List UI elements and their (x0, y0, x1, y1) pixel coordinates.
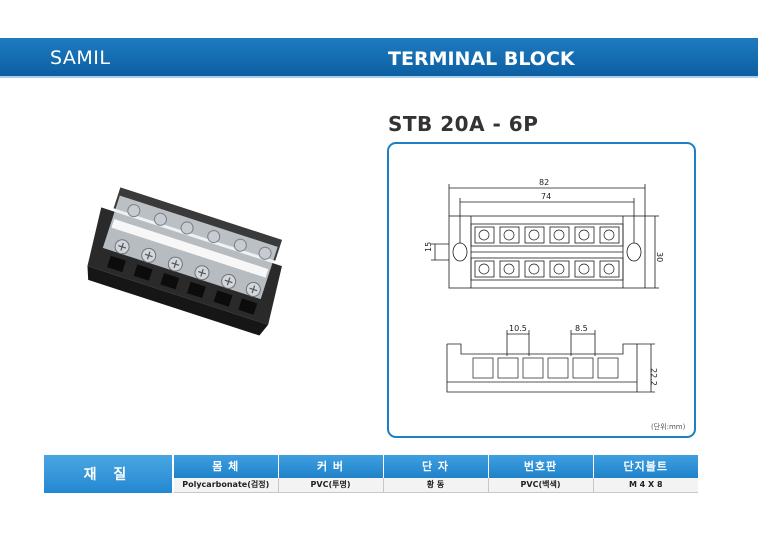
spec-header-cover: 커 버 (278, 455, 384, 478)
model-number: STB 20A - 6P (388, 112, 539, 136)
dim-side-height: 22.2 (649, 368, 658, 386)
brand-name: SAMIL (50, 47, 111, 69)
technical-drawing: 82 74 15 30 10.5 8.5 22.2 (단위:mm) (424, 178, 686, 431)
unit-note: (단위:mm) (651, 422, 686, 431)
dim-mount-pitch: 74 (541, 192, 551, 201)
dim-width-right: 30 (655, 252, 664, 262)
spec-label: 재 질 (44, 455, 174, 493)
spec-value-cover: PVC(투명) (278, 477, 384, 493)
spec-value-number-plate: PVC(백색) (488, 477, 594, 493)
spec-header-body: 몸 체 (173, 455, 279, 478)
spec-value-body: Polycarbonate(검정) (173, 477, 279, 493)
header-title: TERMINAL BLOCK (388, 48, 575, 70)
spec-header-terminal: 단 자 (383, 455, 489, 478)
dim-overall-length: 82 (539, 178, 549, 187)
dim-pitch-b: 8.5 (575, 324, 588, 333)
material-spec-table: 재 질 몸 체 커 버 단 자 번호판 단지볼트 Polycarbonate(검… (44, 455, 698, 493)
spec-header-number-plate: 번호판 (488, 455, 594, 478)
technical-drawing-frame: 82 74 15 30 10.5 8.5 22.2 (단위:mm) (387, 142, 696, 438)
dim-pitch-a: 10.5 (509, 324, 527, 333)
dim-height-left: 15 (424, 242, 433, 252)
header-bar: SAMIL TERMINAL BLOCK (0, 38, 758, 78)
spec-header-terminal-bolt: 단지볼트 (593, 455, 698, 478)
spec-value-terminal-bolt: M 4 X 8 (593, 477, 698, 493)
spec-value-terminal: 황 동 (383, 477, 489, 493)
product-photo (87, 187, 283, 336)
